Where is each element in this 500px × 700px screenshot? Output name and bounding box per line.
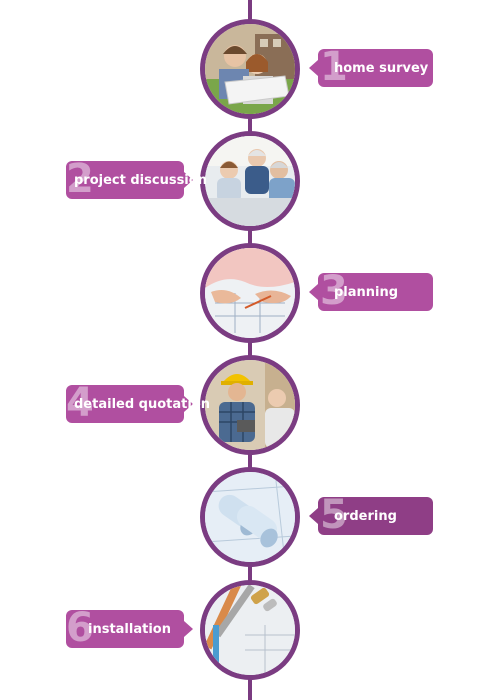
step-5-label[interactable]: 5 ordering bbox=[309, 492, 433, 538]
step-5-number: 5 bbox=[320, 492, 348, 538]
step-5-image-ring bbox=[200, 467, 300, 567]
step-3-image-ring bbox=[200, 243, 300, 343]
rolled-blueprints-photo-icon bbox=[205, 472, 295, 562]
step-3: 3 planning bbox=[0, 243, 500, 343]
pipes-and-tools-photo-icon bbox=[205, 585, 295, 675]
step-4-text: detailed quotation bbox=[74, 396, 211, 412]
step-1: 1 home survey bbox=[0, 19, 500, 119]
hands-on-blueprint-photo-icon bbox=[205, 248, 295, 338]
step-3-number: 3 bbox=[320, 268, 348, 314]
step-4-number: 4 bbox=[66, 380, 94, 426]
couple-with-plans-photo-icon bbox=[205, 24, 295, 114]
step-3-label[interactable]: 3 planning bbox=[309, 268, 433, 314]
timeline-spine bbox=[248, 0, 252, 700]
step-1-text: home survey bbox=[334, 60, 429, 76]
step-6-text: installation bbox=[88, 621, 171, 637]
step-2-label[interactable]: 2 project discussion bbox=[66, 156, 207, 202]
step-2: 2 project discussion bbox=[0, 131, 500, 231]
step-3-text: planning bbox=[334, 284, 399, 300]
step-2-number: 2 bbox=[66, 156, 94, 202]
step-2-text: project discussion bbox=[74, 172, 207, 188]
step-4: 4 detailed quotation bbox=[0, 355, 500, 455]
step-6-image-ring bbox=[200, 580, 300, 680]
step-4-label[interactable]: 4 detailed quotation bbox=[66, 380, 210, 426]
step-6-number: 6 bbox=[66, 605, 94, 651]
step-1-number: 1 bbox=[320, 44, 348, 90]
step-5: 5 ordering bbox=[0, 467, 500, 567]
step-1-image-ring bbox=[200, 19, 300, 119]
step-1-label[interactable]: 1 home survey bbox=[309, 44, 433, 90]
step-2-image-ring bbox=[200, 131, 300, 231]
step-4-image-ring bbox=[200, 355, 300, 455]
family-meeting-photo-icon bbox=[205, 136, 295, 226]
step-6-label[interactable]: 6 installation bbox=[66, 605, 193, 651]
step-6: 6 installation bbox=[0, 580, 500, 680]
builder-with-clipboard-photo-icon bbox=[205, 360, 295, 450]
step-5-text: ordering bbox=[334, 508, 397, 524]
